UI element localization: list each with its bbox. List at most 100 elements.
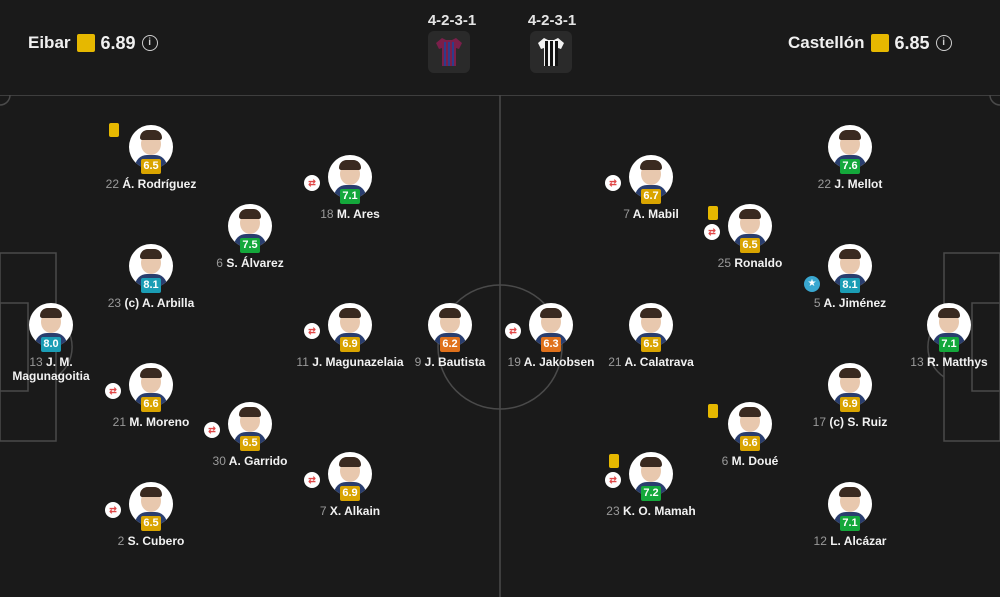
player-name: J. Magunazelaia	[312, 355, 404, 369]
match-header: Eibar 6.89 i 4-2-3-1 4-2-3-1 Castellón 6…	[0, 0, 1000, 95]
player-rating: 6.5	[740, 238, 760, 253]
player-label: 22 J. Mellot	[796, 177, 904, 191]
player-rating: 6.9	[840, 397, 860, 412]
player-name: (c) A. Arbilla	[124, 296, 195, 310]
player-rating: 6.9	[340, 486, 360, 501]
player-rating: 6.6	[740, 436, 760, 451]
player-name: R. Matthys	[927, 355, 988, 369]
home-kit-icon	[428, 31, 470, 73]
yellow-card-icon	[609, 454, 619, 468]
player-name: L. Alcázar	[830, 534, 887, 548]
home-team-summary[interactable]: Eibar 6.89 i	[28, 31, 158, 55]
player-number: 11	[296, 355, 309, 369]
away-team-name: Castellón	[788, 33, 865, 52]
player-name: X. Alkain	[329, 504, 381, 518]
player-label: 17 (c) S. Ruiz	[796, 415, 904, 429]
player-name: A. Jakobsen	[523, 355, 595, 369]
player-rating: 6.6	[141, 397, 161, 412]
player-label: 11 J. Magunazelaia	[296, 355, 404, 369]
player-label: 6 S. Álvarez	[196, 256, 304, 270]
player-name: Ronaldo	[734, 256, 783, 270]
substitution-icon: ⇄	[105, 502, 121, 518]
player-label: 6 M. Doué	[696, 454, 804, 468]
player-number: 19	[507, 355, 521, 369]
player-label: 18 M. Ares	[296, 207, 404, 221]
player-number: 12	[813, 534, 827, 548]
player-name: Á. Rodríguez	[122, 177, 197, 191]
player-label: 25 Ronaldo	[696, 256, 804, 270]
yellow-card-icon	[109, 123, 119, 137]
substitution-icon: ⇄	[605, 472, 621, 488]
player-number: 7	[623, 207, 630, 221]
substitution-icon: ⇄	[204, 422, 220, 438]
substitution-icon: ⇄	[505, 323, 521, 339]
player-label: 21 A. Calatrava	[597, 355, 705, 369]
player-name: M. Moreno	[129, 415, 190, 429]
player-rating: 8.1	[141, 278, 161, 293]
player-number: 22	[105, 177, 119, 191]
player-rating: 6.2	[440, 337, 460, 352]
substitution-icon: ⇄	[304, 175, 320, 191]
player-rating: 8.0	[41, 337, 61, 352]
pitch: 8.0 13 J. M. Magunagoitia 6.5 22 Á. Rodr…	[0, 95, 1000, 597]
home-formation: 4-2-3-1	[427, 12, 477, 29]
player-label: 23 K. O. Mamah	[597, 504, 705, 518]
player-label: 9 J. Bautista	[396, 355, 504, 369]
player-number: 5	[813, 296, 821, 310]
player-label: 5 A. Jiménez	[796, 296, 904, 310]
player-name: J. Mellot	[834, 177, 883, 191]
player-rating: 6.7	[641, 189, 661, 204]
player-name: A. Mabil	[632, 207, 679, 221]
player-name: A. Calatrava	[624, 355, 694, 369]
player-name: M. Ares	[336, 207, 380, 221]
player-rating: 6.5	[141, 516, 161, 531]
substitution-icon: ⇄	[304, 472, 320, 488]
away-rating-badge-icon	[870, 34, 889, 52]
player-number: 23	[107, 296, 122, 310]
player-number: 21	[112, 415, 126, 429]
player-number: 23	[606, 504, 620, 518]
substitution-icon: ⇄	[704, 224, 720, 240]
player-label: 12 L. Alcázar	[796, 534, 904, 548]
player-number: 22	[817, 177, 831, 191]
player-number: 18	[320, 207, 334, 221]
player-number: 13	[910, 355, 924, 369]
player-rating: 6.5	[641, 337, 661, 352]
player-name: A. Jiménez	[823, 296, 887, 310]
away-formation: 4-2-3-1	[527, 12, 577, 29]
player-number: 6	[721, 454, 729, 468]
yellow-card-icon	[708, 404, 718, 418]
substitution-icon: ⇄	[605, 175, 621, 191]
player-name: S. Cubero	[127, 534, 185, 548]
player-number: 6	[216, 256, 223, 270]
player-name: (c) S. Ruiz	[829, 415, 888, 429]
player-rating: 7.1	[939, 337, 959, 352]
player-number: 17	[812, 415, 826, 429]
away-team-rating: 6.85	[894, 32, 930, 53]
player-label: 7 X. Alkain	[296, 504, 404, 518]
away-info-icon[interactable]: i	[935, 35, 952, 51]
player-rating: 6.3	[541, 337, 561, 352]
player-number: 30	[212, 454, 226, 468]
home-info-icon[interactable]: i	[141, 35, 158, 51]
player-name: A. Garrido	[228, 454, 288, 468]
player-number: 2	[117, 534, 125, 548]
player-number: 9	[414, 355, 422, 369]
player-name: K. O. Mamah	[623, 504, 696, 518]
player-label: 22 Á. Rodríguez	[97, 177, 205, 191]
star-icon: ★	[804, 276, 820, 292]
player-name: J. Bautista	[424, 355, 486, 369]
player-rating: 7.1	[840, 516, 860, 531]
player-label: 7 A. Mabil	[597, 207, 705, 221]
player-label: 30 A. Garrido	[196, 454, 304, 468]
player-number: 21	[608, 355, 622, 369]
player-rating: 6.5	[141, 159, 161, 174]
player-label: 23 (c) A. Arbilla	[97, 296, 205, 310]
home-rating-badge-icon	[76, 34, 95, 52]
away-team-summary[interactable]: Castellón 6.85 i	[788, 31, 952, 55]
player-name: M. Doué	[731, 454, 779, 468]
player-label: 21 M. Moreno	[97, 415, 205, 429]
player-rating: 7.2	[641, 486, 661, 501]
away-kit-icon	[530, 31, 572, 73]
player-number: 25	[717, 256, 731, 270]
